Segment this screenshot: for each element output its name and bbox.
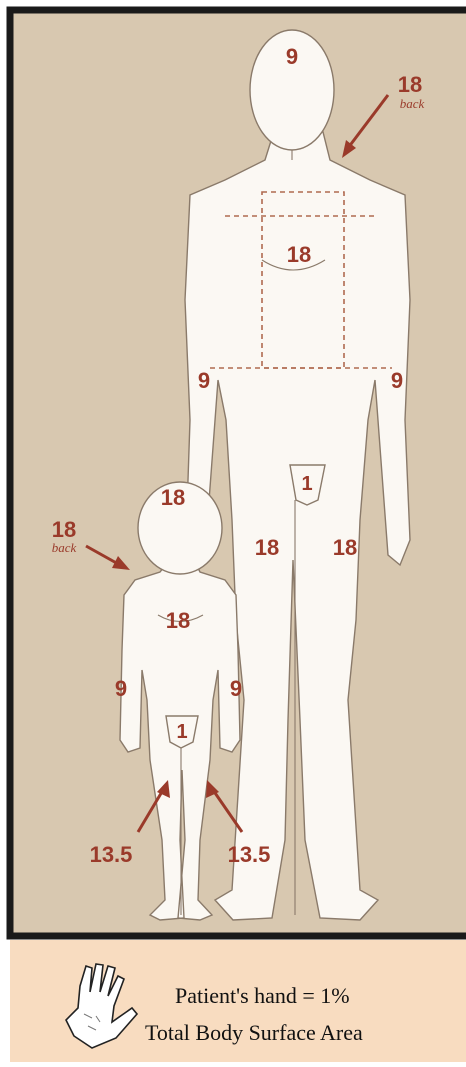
- adult-back-label: 18: [398, 72, 422, 97]
- caption-line-1: Patient's hand = 1%: [175, 983, 350, 1008]
- child-perineum-label: 1: [176, 721, 187, 743]
- adult-right-leg-label: 18: [333, 535, 357, 560]
- adult-trunk-label: 18: [287, 242, 311, 267]
- child-right-arm-label: 9: [230, 676, 242, 701]
- child-left-arm-label: 9: [115, 676, 127, 701]
- caption-line-2: Total Body Surface Area: [145, 1020, 363, 1045]
- child-head-label: 18: [161, 485, 185, 510]
- child-left-leg-label: 13.5: [90, 842, 133, 867]
- child-back-label: 18: [52, 517, 76, 542]
- adult-left-leg-label: 18: [255, 535, 279, 560]
- adult-head-label: 9: [286, 44, 298, 69]
- adult-right-arm-label: 9: [391, 368, 403, 393]
- adult-perineum-label: 1: [301, 473, 312, 495]
- child-right-leg-label: 13.5: [228, 842, 271, 867]
- child-back-note: back: [52, 540, 77, 555]
- child-trunk-label: 18: [166, 608, 190, 633]
- adult-left-arm-label: 9: [198, 368, 210, 393]
- adult-back-note: back: [400, 96, 425, 111]
